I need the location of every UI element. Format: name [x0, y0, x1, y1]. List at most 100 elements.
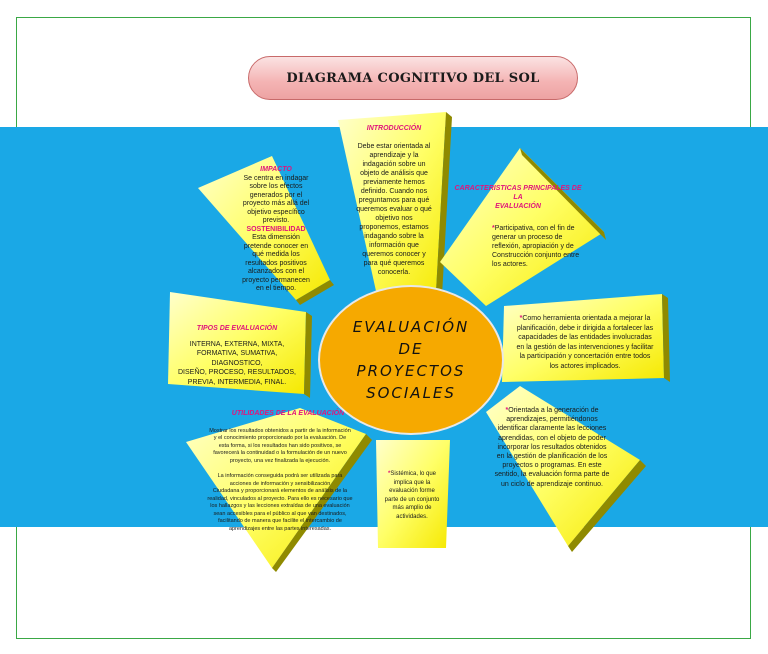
ray-caracteristicas — [440, 148, 604, 306]
caracteristicas-block: *Participativa, con el fin de generar un… — [492, 224, 602, 269]
impacto-line: Se centra en indagar — [243, 174, 309, 182]
impacto-line: sobre los efectos — [249, 183, 303, 190]
aprendizaje-line: identificar claramente las lecciones — [497, 425, 607, 433]
sistemica-block: *Sistémica, lo que implica que la evalua… — [378, 470, 446, 521]
introduccion-line: para qué queremos — [363, 260, 425, 267]
center-line: EVALUACIÓN — [352, 318, 470, 336]
caracteristicas-heading: CARACTERISTICAS PRINCIPALES DE LA EVALUA… — [450, 184, 586, 211]
caracteristicas-line: Construcción conjunto entre — [492, 252, 580, 259]
sostenibilidad-line: qué medida los — [252, 251, 300, 258]
caracteristicas-line: generar un proceso de — [492, 234, 563, 241]
utilidades-line: acciones de información y sensibilizació… — [229, 480, 331, 487]
introduccion-line: preguntamos para qué — [358, 197, 430, 204]
caracteristicas-line: Participativa, con el fin de — [494, 225, 575, 232]
utilidades-line: esta forma, si los resultados han sido p… — [218, 442, 342, 449]
bullet-star: * — [492, 225, 495, 232]
sostenibilidad-line: en el tiempo. — [255, 285, 297, 292]
introduccion-heading: INTRODUCCIÓN — [366, 125, 422, 132]
utilidades-line: facilitando de manera que facilite el in… — [218, 518, 342, 524]
sistemica-line: Sistémica, lo que — [390, 471, 437, 477]
utilidades-line: realidad, vinculados al proyecto. Para e… — [207, 495, 353, 502]
utilidades-line: Ciudadana y proporcionará elementos de a… — [212, 488, 348, 494]
introduccion-line: indagando sobre la — [364, 233, 424, 240]
introduccion-line: conocerla. — [377, 269, 411, 276]
introduccion-line: queremos conocer y — [362, 251, 426, 258]
impacto-block: IMPACTO Se centra en indagar sobre los e… — [236, 166, 316, 294]
diagram-title-text: DIAGRAMA COGNITIVO DEL SOL — [286, 70, 540, 86]
sostenibilidad-line: pretende conocer en — [243, 242, 309, 250]
aprendizaje-line: incorporar los resultados obtenidos — [497, 443, 607, 451]
herramienta-line: capacidades de las entidades involucrada… — [518, 334, 652, 341]
utilidades-block: UTILIDADES DE LA EVALUACIÓN Mostrar los … — [200, 410, 360, 533]
tipos-line: FORMATIVA, SUMATIVA, DIAGNOSTICO, — [196, 350, 278, 367]
impacto-line: generados por el — [249, 191, 303, 199]
aprendizaje-line: en la gestión de planificación de los — [496, 453, 608, 461]
herramienta-line: los actores implicados. — [549, 362, 621, 370]
impacto-line: proyecto más allá del — [242, 200, 310, 207]
herramienta-line: planificación, debe ir dirigida a fortal… — [516, 324, 654, 332]
sistemica-line: actividades. — [396, 513, 428, 520]
aprendizaje-line: aprendidas, con el objeto de poder — [498, 434, 606, 442]
introduccion-line: Debe estar orientada al — [357, 143, 431, 150]
sistemica-line: implica que la — [393, 479, 431, 486]
sistemica-line: más amplio de — [392, 505, 432, 511]
utilidades-line: sean accesibles para el público al que v… — [213, 510, 347, 517]
aprendizaje-line: sentido, la evaluación forma parte de — [494, 471, 610, 479]
sostenibilidad-line: resultados positivos — [245, 259, 307, 267]
utilidades-line: Mostrar los resultados obtenidos a parti… — [209, 427, 351, 434]
utilidades-line: los hallazgos y las lecciones extraídas … — [210, 503, 350, 509]
introduccion-line: información que — [369, 242, 419, 249]
tipos-block: TIPOS DE EVALUACIÓN INTERNA, EXTERNA, MI… — [172, 324, 302, 387]
herramienta-line: la participación y concertación entre to… — [519, 353, 651, 360]
herramienta-line: en la gestión de las intervenciones y fa… — [516, 343, 654, 351]
introduccion-line: objetivo nos — [375, 215, 413, 222]
sistemica-line: evaluación forme — [389, 488, 435, 494]
utilidades-line: y el conocimiento proporcionado por la e… — [213, 435, 347, 441]
aprendizaje-block: *Orientada a la generación de aprendizaj… — [488, 406, 616, 489]
caracteristicas-line: reflexión, apropiación y de — [492, 243, 574, 250]
introduccion-line: indagación sobre un — [362, 161, 426, 168]
ray-utilidades — [186, 408, 366, 568]
bullet-star: * — [387, 471, 391, 477]
diagram-title: DIAGRAMA COGNITIVO DEL SOL — [248, 56, 578, 100]
introduccion-line: proponemos, estamos — [359, 224, 429, 231]
ray-introduccion — [338, 112, 446, 300]
utilidades-heading: UTILIDADES DE LA EVALUACIÓN — [231, 410, 345, 417]
center-line: PROYECTOS — [356, 362, 466, 380]
aprendizaje-line: un ciclo de aprendizaje continuo. — [501, 480, 603, 488]
herramienta-block: *Como herramienta orientada a mejorar la… — [510, 314, 660, 371]
caracteristicas-heading-line: CARACTERISTICAS PRINCIPALES DE LA — [454, 185, 582, 201]
tipos-line: DISEÑO, PROCESO, RESULTADOS, — [178, 369, 296, 376]
impacto-heading: IMPACTO — [260, 166, 292, 173]
utilidades-line: aprendizajes entre las partes interesada… — [228, 525, 332, 532]
introduccion-line: objeto de análisis que — [360, 170, 428, 177]
ray-tipos — [168, 292, 306, 394]
center-line: SOCIALES — [366, 384, 456, 402]
sostenibilidad-line: proyecto permanecen — [242, 276, 310, 284]
bullet-star: * — [505, 407, 509, 414]
herramienta-line: Como herramienta orientada a mejorar la — [522, 315, 651, 322]
bullet-star: * — [519, 315, 523, 322]
utilidades-line: La información conseguida podrá ser util… — [217, 473, 343, 479]
introduccion-line: definido. Cuando nos — [360, 188, 428, 195]
introduccion-block: INTRODUCCIÓN Debe estar orientada al apr… — [352, 124, 436, 277]
ray-sistemica — [376, 440, 450, 548]
ray-aprendizaje — [486, 386, 640, 546]
utilidades-line: favorecerá la continuidad o la formulaci… — [213, 450, 347, 456]
tipos-heading: TIPOS DE EVALUACIÓN — [196, 325, 278, 332]
aprendizaje-line: aprendizajes, permitiéndonos — [506, 416, 598, 424]
tipos-line: PREVIA, INTERMEDIA, FINAL. — [187, 378, 287, 386]
aprendizaje-line: proyectos o programas. En este — [502, 462, 602, 470]
sistemica-line: parte de un conjunto — [384, 496, 440, 503]
introduccion-line: aprendizaje y la — [369, 152, 419, 159]
center-sun: EVALUACIÓN DE PROYECTOS SOCIALES — [318, 285, 504, 435]
aprendizaje-line: Orientada a la generación de — [508, 407, 599, 414]
introduccion-line: queremos evaluar o qué — [356, 206, 432, 213]
sostenibilidad-heading: SOSTENIBILIDAD — [246, 225, 306, 233]
utilidades-line: proyecto, una vez finalizada la ejecució… — [229, 457, 331, 464]
caracteristicas-heading-line: EVALUACIÓN — [495, 203, 541, 210]
introduccion-line: previamente hemos — [363, 179, 425, 186]
center-line: DE — [398, 340, 424, 358]
ray-impacto — [198, 156, 330, 300]
